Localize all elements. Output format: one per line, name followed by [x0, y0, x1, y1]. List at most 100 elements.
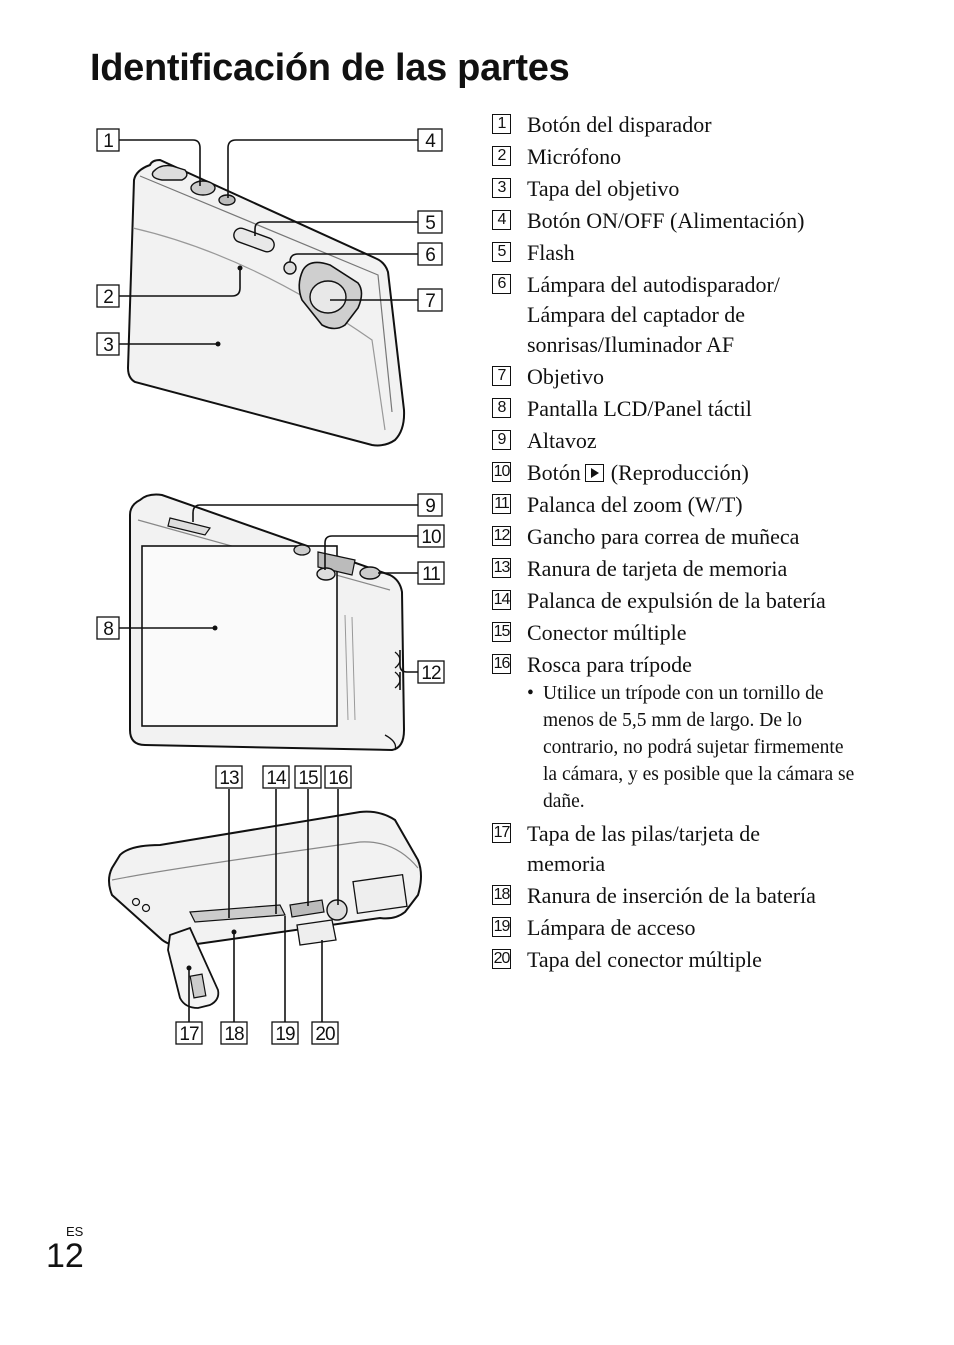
item-text: Botón del disparador [527, 112, 712, 137]
callout-label-1: 1 [96, 128, 120, 152]
list-item: 9 Altavoz [492, 426, 932, 456]
callout-label-13: 13 [215, 765, 243, 789]
list-item: 14 Palanca de expulsión de la batería [492, 586, 827, 616]
camera-front-view [126, 158, 406, 447]
list-item: 13 Ranura de tarjeta de memoria [492, 554, 932, 584]
svg-text:9: 9 [425, 496, 435, 517]
callout-label-7: 7 [417, 288, 443, 312]
item-text: Tapa del objetivo [527, 176, 680, 201]
item-text: Botón [527, 460, 581, 485]
item-text: Pantalla LCD/Panel táctil [527, 396, 752, 421]
tripod-note: • Utilice un trípode con un tornillo de m… [527, 680, 855, 815]
bullet-mark: • [527, 683, 534, 704]
item-text: Palanca del zoom (W/T) [527, 492, 743, 517]
item-text: Botón ON/OFF (Alimentación) [527, 208, 805, 233]
item-number-box: 14 [492, 590, 511, 610]
item-text: Rosca para trípode [527, 652, 692, 677]
list-item: 2 Micrófono [492, 142, 932, 172]
callout-label-4: 4 [417, 128, 443, 152]
item-text: Gancho para correa de muñeca [527, 524, 800, 549]
svg-text:7: 7 [425, 291, 435, 312]
svg-text:19: 19 [275, 1024, 295, 1045]
callout-label-10: 10 [417, 524, 445, 548]
svg-text:3: 3 [103, 335, 113, 356]
list-item: 10 Botón (Reproducción) [492, 458, 932, 488]
item-number-box: 2 [492, 146, 511, 166]
callout-label-18: 18 [220, 1021, 248, 1045]
item-number-box: 15 [492, 622, 511, 642]
callout-label-20: 20 [311, 1021, 339, 1045]
svg-text:13: 13 [219, 768, 239, 789]
camera-back-view [129, 493, 406, 752]
camera-illustration: 1 2 3 4 5 6 7 8 9 10 11 12 13 14 15 16 1… [96, 128, 445, 1045]
item-text: Palanca de expulsión de la batería [527, 588, 826, 613]
svg-text:11: 11 [422, 564, 440, 585]
callout-label-9: 9 [417, 493, 443, 517]
svg-text:4: 4 [425, 131, 436, 152]
callout-label-14: 14 [262, 765, 290, 789]
list-item: 18 Ranura de inserción de la batería [492, 881, 932, 911]
svg-text:12: 12 [421, 663, 441, 684]
list-item: 17 Tapa de las pilas/tarjeta de memoria [492, 819, 827, 879]
leader-lines [119, 139, 418, 1022]
item-number-box: 8 [492, 398, 511, 418]
note-text: Utilice un trípode con un tornillo de me… [543, 683, 855, 812]
list-item: 8 Pantalla LCD/Panel táctil [492, 394, 932, 424]
item-text: Altavoz [527, 428, 597, 453]
item-number-box: 7 [492, 366, 511, 386]
item-number-box: 3 [492, 178, 511, 198]
item-number-box: 10 [492, 462, 511, 482]
item-text: Lámpara de acceso [527, 915, 696, 940]
svg-text:6: 6 [425, 245, 435, 266]
item-text: Lámpara del autodisparador/ Lámpara del … [527, 272, 780, 357]
item-text: (Reproducción) [610, 460, 749, 485]
item-number-box: 12 [492, 526, 511, 546]
svg-text:15: 15 [298, 768, 318, 789]
item-number-box: 6 [492, 274, 511, 294]
callout-label-6: 6 [417, 242, 443, 266]
svg-text:2: 2 [103, 287, 113, 308]
playback-icon [584, 464, 604, 482]
page-number: 12 [46, 1237, 84, 1275]
page-title: Identificación de las partes [90, 47, 570, 89]
list-item: 12 Gancho para correa de muñeca [492, 522, 932, 552]
svg-text:17: 17 [179, 1024, 199, 1045]
list-item: 20 Tapa del conector múltiple [492, 945, 932, 975]
item-text: Tapa de las pilas/tarjeta de memoria [527, 821, 761, 876]
svg-text:10: 10 [421, 527, 441, 548]
list-item: 3 Tapa del objetivo [492, 174, 932, 204]
svg-text:20: 20 [315, 1024, 335, 1045]
list-item: 6 Lámpara del autodisparador/ Lámpara del… [492, 270, 837, 360]
list-item: 15 Conector múltiple [492, 618, 932, 648]
svg-text:5: 5 [425, 213, 435, 234]
callout-label-19: 19 [271, 1021, 299, 1045]
item-number-box: 13 [492, 558, 511, 578]
camera-bottom-view [108, 810, 422, 1009]
callout-label-16: 16 [324, 765, 352, 789]
item-text: Ranura de inserción de la batería [527, 883, 816, 908]
svg-text:1: 1 [103, 131, 113, 152]
item-text: Conector múltiple [527, 620, 687, 645]
language-code: ES [66, 1224, 84, 1239]
item-text: Micrófono [527, 144, 622, 169]
item-text: Objetivo [527, 364, 604, 389]
svg-text:16: 16 [328, 768, 348, 789]
svg-text:18: 18 [224, 1024, 244, 1045]
item-number-box: 18 [492, 885, 511, 905]
callout-label-11: 11 [417, 561, 445, 585]
item-number-box: 4 [492, 210, 511, 230]
callout-label-2: 2 [96, 284, 120, 308]
item-number-box: 9 [492, 430, 511, 450]
item-text: Ranura de tarjeta de memoria [527, 556, 788, 581]
item-text: Tapa del conector múltiple [527, 947, 762, 972]
item-number-box: 17 [492, 823, 511, 843]
item-number-box: 5 [492, 242, 511, 262]
item-number-box: 20 [492, 949, 511, 969]
list-item: 7 Objetivo [492, 362, 932, 392]
item-number-box: 16 [492, 654, 511, 674]
item-number-box: 11 [492, 494, 511, 514]
svg-text:14: 14 [266, 768, 287, 789]
